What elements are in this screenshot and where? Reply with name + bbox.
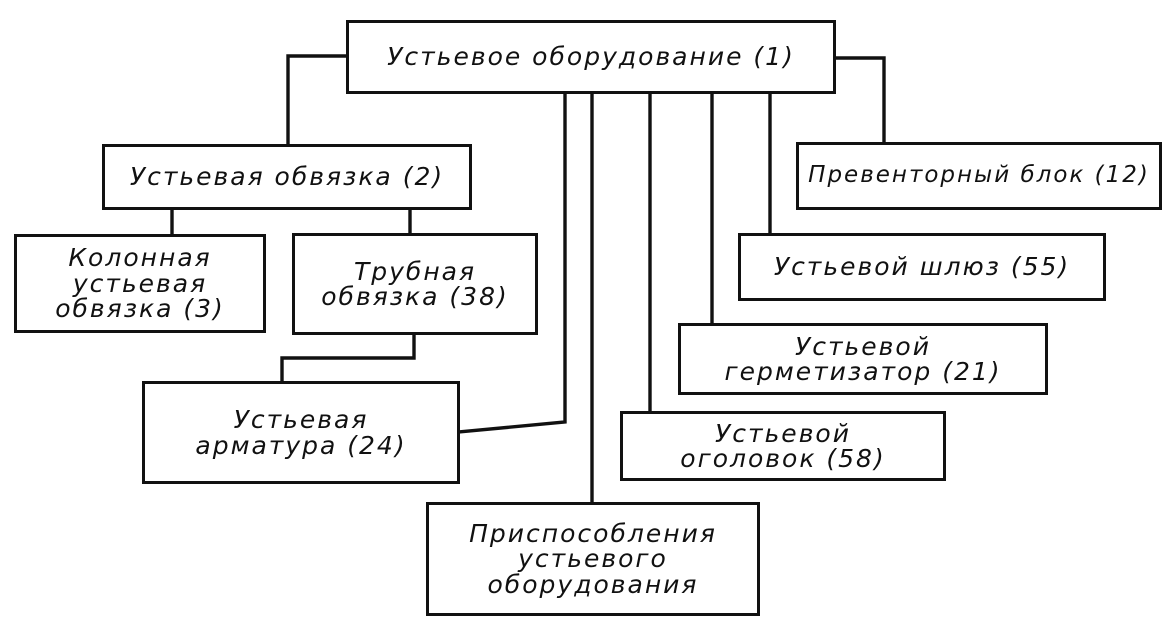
node-wellhead-fittings: Устьевая арматура (24) xyxy=(142,381,460,484)
node-wellhead-lock-label: Устьевой шлюз (55) xyxy=(773,252,1071,282)
node-preventer-block-label: Превенторный блок (12) xyxy=(808,162,1150,189)
node-wellhead-devices: Приспособления устьевого оборудования xyxy=(426,502,760,616)
connector-root-to-preventer-block xyxy=(832,56,886,147)
connector-tubing-piping-to-wellhead-fittings xyxy=(280,332,416,386)
node-wellhead-piping-label: Устьевая обвязка (2) xyxy=(129,162,445,192)
node-column-piping-label: Колонная устьевая обвязка (3) xyxy=(55,243,225,324)
node-wellhead-lock: Устьевой шлюз (55) xyxy=(738,233,1106,301)
node-wellhead-equipment-label: Устьевое оборудование (1) xyxy=(387,42,795,72)
connector-root-to-wellhead-fittings xyxy=(456,90,567,434)
connector-root-to-wellhead-piping xyxy=(286,54,350,149)
node-wellhead-devices-label: Приспособления устьевого оборудования xyxy=(469,518,717,599)
node-wellhead-fittings-label: Устьевая арматура (24) xyxy=(195,405,407,460)
node-tubing-piping-label: Трубная обвязка (38) xyxy=(321,256,509,311)
node-wellhead-piping: Устьевая обвязка (2) xyxy=(102,144,472,210)
node-preventer-block: Превенторный блок (12) xyxy=(796,142,1162,210)
node-wellhead-sealer: Устьевой герметизатор (21) xyxy=(678,323,1048,395)
node-column-piping: Колонная устьевая обвязка (3) xyxy=(14,234,266,333)
node-wellhead-equipment: Устьевое оборудование (1) xyxy=(346,20,836,94)
node-wellhead-cap: Устьевой оголовок (58) xyxy=(620,411,946,481)
node-wellhead-sealer-label: Устьевой герметизатор (21) xyxy=(724,331,1002,386)
node-tubing-piping: Трубная обвязка (38) xyxy=(292,233,538,335)
node-wellhead-cap-label: Устьевой оголовок (58) xyxy=(680,418,886,473)
